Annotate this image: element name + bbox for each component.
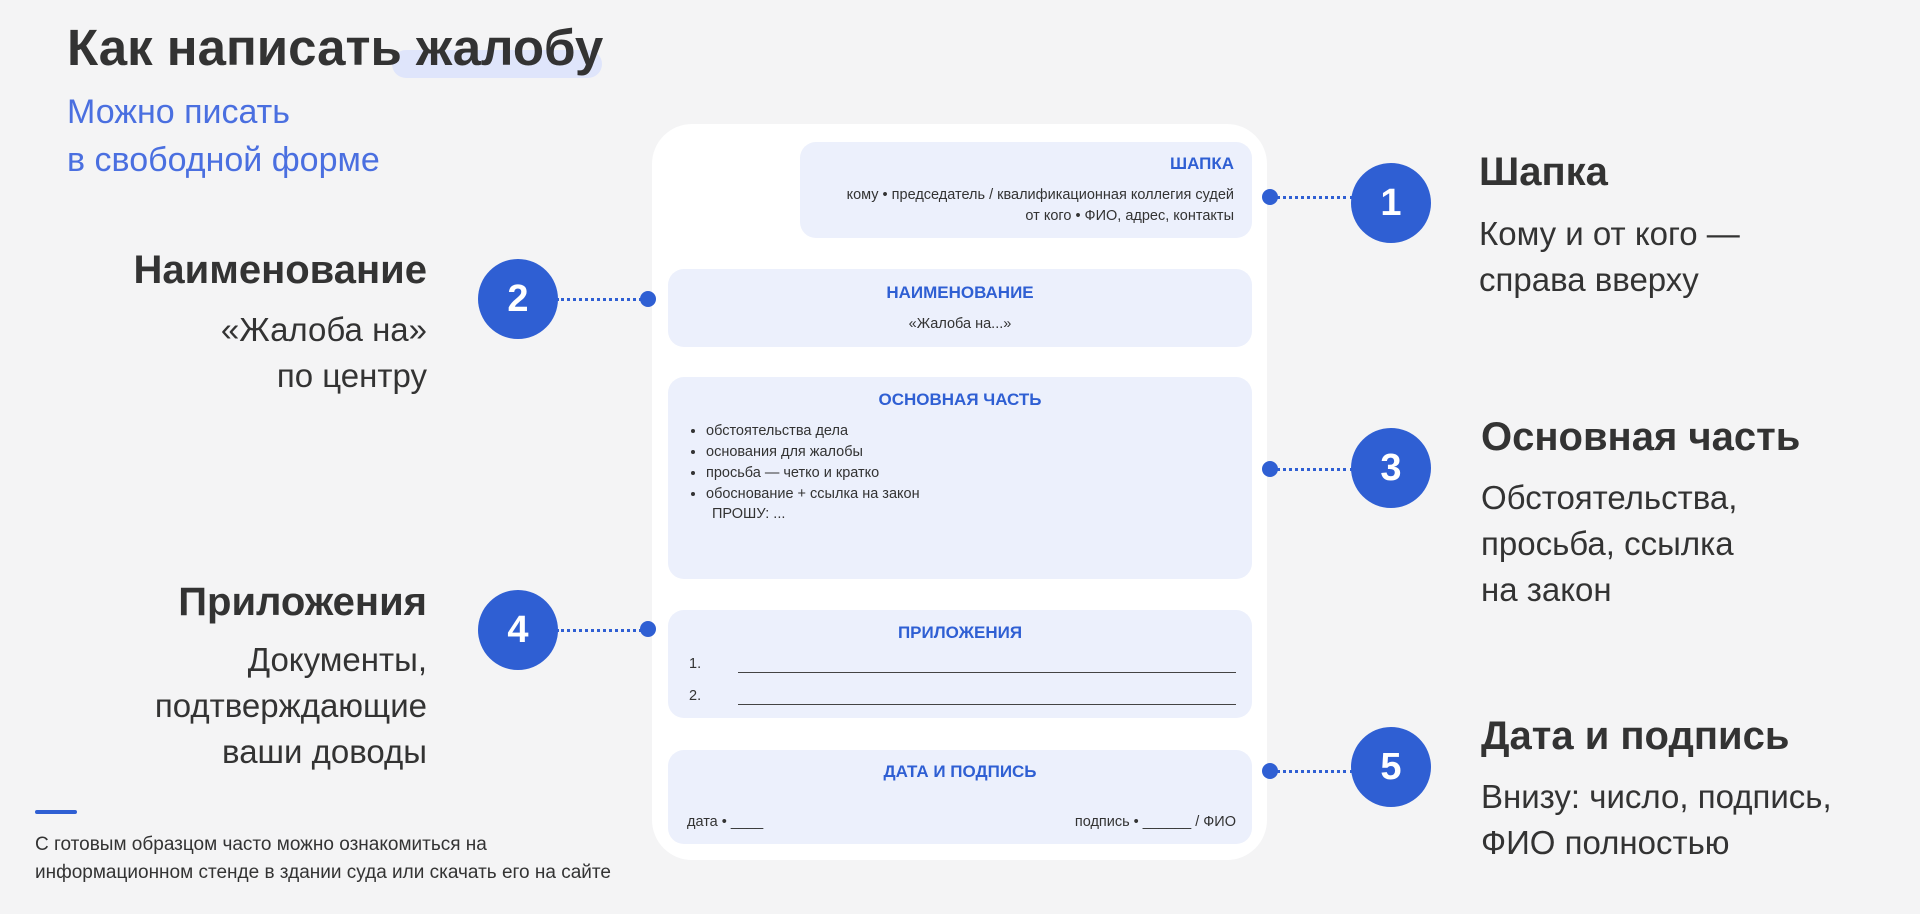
step-text: Документы, подтверждающие ваши доводы [155,637,427,775]
attachment-number: 2. [689,688,702,704]
step-text-line: просьба, ссылка [1481,525,1734,562]
step-title: Дата и подпись [1481,714,1790,758]
step-text: Внизу: число, подпись, ФИО полностью [1481,774,1832,866]
step-text: Обстоятельства, просьба, ссылка на закон [1481,475,1737,613]
signature-field: подпись • ______ / ФИО [1074,814,1236,830]
step-title: Наименование [133,248,427,292]
attachment-row: 2. [689,688,1236,708]
step-badge-5: 5 [1351,727,1431,807]
doc-section-attachments: ПРИЛОЖЕНИЯ 1. 2. [668,610,1252,718]
step-badge-3: 3 [1351,428,1431,508]
step-badge-2: 2 [478,259,558,339]
footnote: С готовым образцом часто можно ознакомит… [35,831,675,887]
step-title: Приложения [178,580,427,624]
step-text-line: ФИО полностью [1481,824,1730,861]
footnote-line: информационном стенде в здании суда или … [35,862,611,883]
header-line-from: от кого • ФИО, адрес, контакты [1025,208,1234,224]
connector-line [1270,770,1354,773]
page-title: Как написать жалобу [67,19,604,76]
list-item: просьба — четко и кратко [706,463,920,484]
doc-section-header: ШАПКА кому • председатель / квалификацио… [800,142,1252,238]
connector-line [1270,196,1354,199]
connector-dot [640,621,656,637]
connector-line [556,629,648,632]
doc-section-body: ОСНОВНАЯ ЧАСТЬ обстоятельства дела основ… [668,377,1252,579]
doc-section-name: НАИМЕНОВАНИЕ «Жалоба на...» [668,269,1252,347]
step-text-line: Внизу: число, подпись, [1481,778,1832,815]
step-text-line: Документы, [247,641,427,678]
attachment-row: 1. [689,656,1236,676]
step-text-line: на закон [1481,571,1612,608]
step-text-line: справа вверху [1479,261,1699,298]
step-title: Основная часть [1481,415,1801,459]
step-text: Кому и от кого — справа вверху [1479,211,1740,303]
step-text-line: Обстоятельства, [1481,479,1738,516]
subtitle-line: Можно писать [67,93,290,131]
title-highlight [392,50,602,78]
connector-line [1270,468,1354,471]
step-text-line: подтверждающие [154,687,427,724]
subtitle-line: в свободной форме [67,141,380,179]
connector-line [556,298,648,301]
step-text: «Жалоба на» по центру [221,307,427,399]
list-item: обстоятельства дела [706,421,920,442]
footnote-accent-bar [35,810,77,814]
list-item: обоснование + ссылка на закон [706,484,920,505]
step-badge-4: 4 [478,590,558,670]
step-title: Шапка [1479,150,1608,194]
section-heading: НАИМЕНОВАНИЕ [886,283,1034,302]
step-text-line: «Жалоба на» [220,311,427,348]
step-text-line: по центру [276,357,427,394]
footnote-line: С готовым образцом часто можно ознакомит… [35,834,487,855]
step-text-line: Кому и от кого — [1479,215,1740,252]
section-heading: ШАПКА [1169,154,1234,173]
connector-dot [640,291,656,307]
header-line-to: кому • председатель / квалификационная к… [846,187,1234,203]
section-heading: ПРИЛОЖЕНИЯ [897,623,1023,642]
date-field: дата • ____ [687,814,764,830]
step-badge-1: 1 [1351,163,1431,243]
attachment-line [738,672,1236,673]
doc-section-signature: ДАТА И ПОДПИСЬ дата • ____ подпись • ___… [668,750,1252,844]
body-list: обстоятельства дела основания для жалобы… [688,421,920,505]
list-item: основания для жалобы [706,442,920,463]
section-heading: ДАТА И ПОДПИСЬ [883,762,1037,781]
attachment-line [738,704,1236,705]
page-subtitle: Можно писать в свободной форме [67,88,380,184]
name-text: «Жалоба на...» [908,316,1012,332]
request-line: ПРОШУ: ... [712,506,786,522]
section-heading: ОСНОВНАЯ ЧАСТЬ [878,390,1042,409]
step-text-line: ваши доводы [222,733,427,770]
attachment-number: 1. [689,656,702,672]
